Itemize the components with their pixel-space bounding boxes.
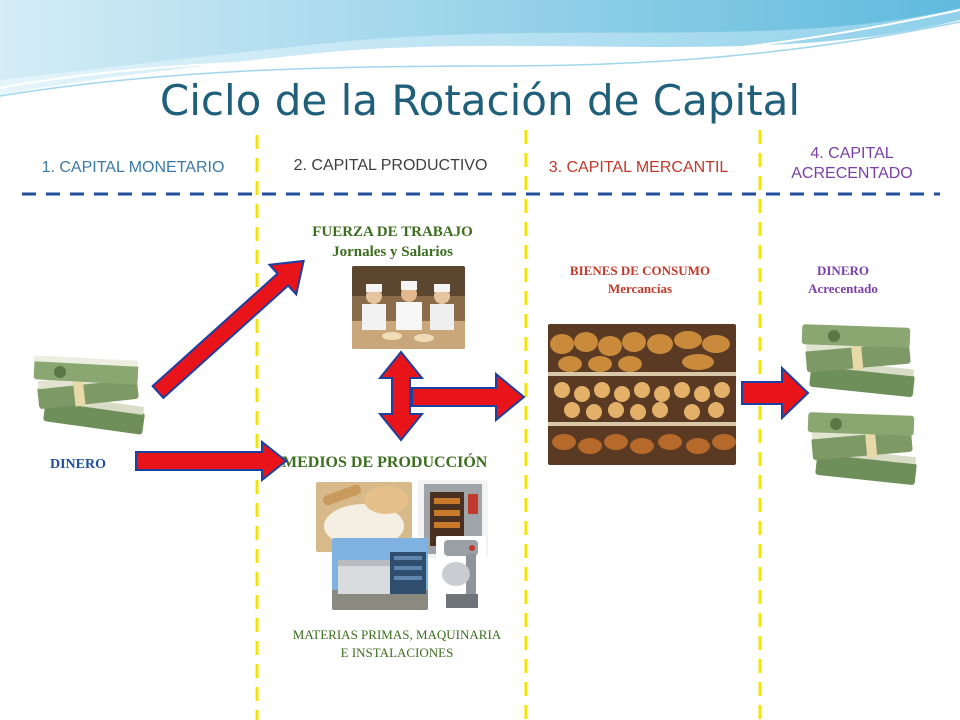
fuerza-title: FUERZA DE TRABAJO bbox=[312, 224, 473, 240]
stage-4-label-line1: 4. CAPITAL bbox=[810, 145, 894, 162]
money-stack-right-top bbox=[800, 322, 922, 400]
arrow-labor-means-bidirectional bbox=[377, 350, 425, 442]
header-wave-decoration bbox=[0, 0, 960, 97]
mixer-photo bbox=[436, 536, 486, 610]
stage-4-label: 4. CAPITAL ACRECENTADO bbox=[762, 144, 942, 184]
arrow-money-to-means bbox=[135, 439, 288, 483]
stage-3-label: 3. CAPITAL MERCANTIL bbox=[548, 159, 729, 176]
factory-building-photo bbox=[332, 538, 428, 610]
dinero-final-sub: Acrecentado bbox=[808, 281, 878, 296]
bienes-de-consumo-label: BIENES DE CONSUMO Mercancías bbox=[540, 262, 740, 298]
dinero-label: DINERO bbox=[50, 457, 107, 472]
arrow-money-to-labor bbox=[151, 259, 305, 400]
stage-1-label: 1. CAPITAL MONETARIO bbox=[41, 159, 225, 176]
materias-primas-label: MATERIAS PRIMAS, MAQUINARIA E INSTALACIO… bbox=[262, 626, 532, 662]
page-title: Ciclo de la Rotación de Capital bbox=[159, 76, 801, 125]
materias-line2: E INSTALACIONES bbox=[340, 645, 454, 660]
stage-4-label-line2: ACRECENTADO bbox=[791, 165, 913, 182]
arrow-production-to-goods bbox=[411, 371, 526, 423]
bakery-goods-photo bbox=[548, 324, 736, 465]
fuerza-de-trabajo-label: FUERZA DE TRABAJO Jornales y Salarios bbox=[270, 222, 515, 262]
money-stack-right-bottom bbox=[806, 408, 926, 488]
bienes-sub: Mercancías bbox=[607, 281, 673, 296]
arrow-goods-to-increased-money bbox=[741, 365, 810, 421]
medios-de-produccion-label: MEDIOS DE PRODUCCIÓN bbox=[282, 454, 488, 471]
workers-photo bbox=[352, 266, 465, 349]
dinero-final-title: DINERO bbox=[816, 263, 869, 278]
dinero-acrecentado-label: DINERO Acrecentado bbox=[778, 262, 908, 298]
stage-2-label: 2. CAPITAL PRODUCTIVO bbox=[293, 157, 488, 174]
bienes-title: BIENES DE CONSUMO bbox=[569, 263, 711, 278]
materias-line1: MATERIAS PRIMAS, MAQUINARIA bbox=[292, 627, 502, 642]
money-stack-left bbox=[30, 356, 154, 438]
fuerza-sub: Jornales y Salarios bbox=[332, 244, 453, 260]
